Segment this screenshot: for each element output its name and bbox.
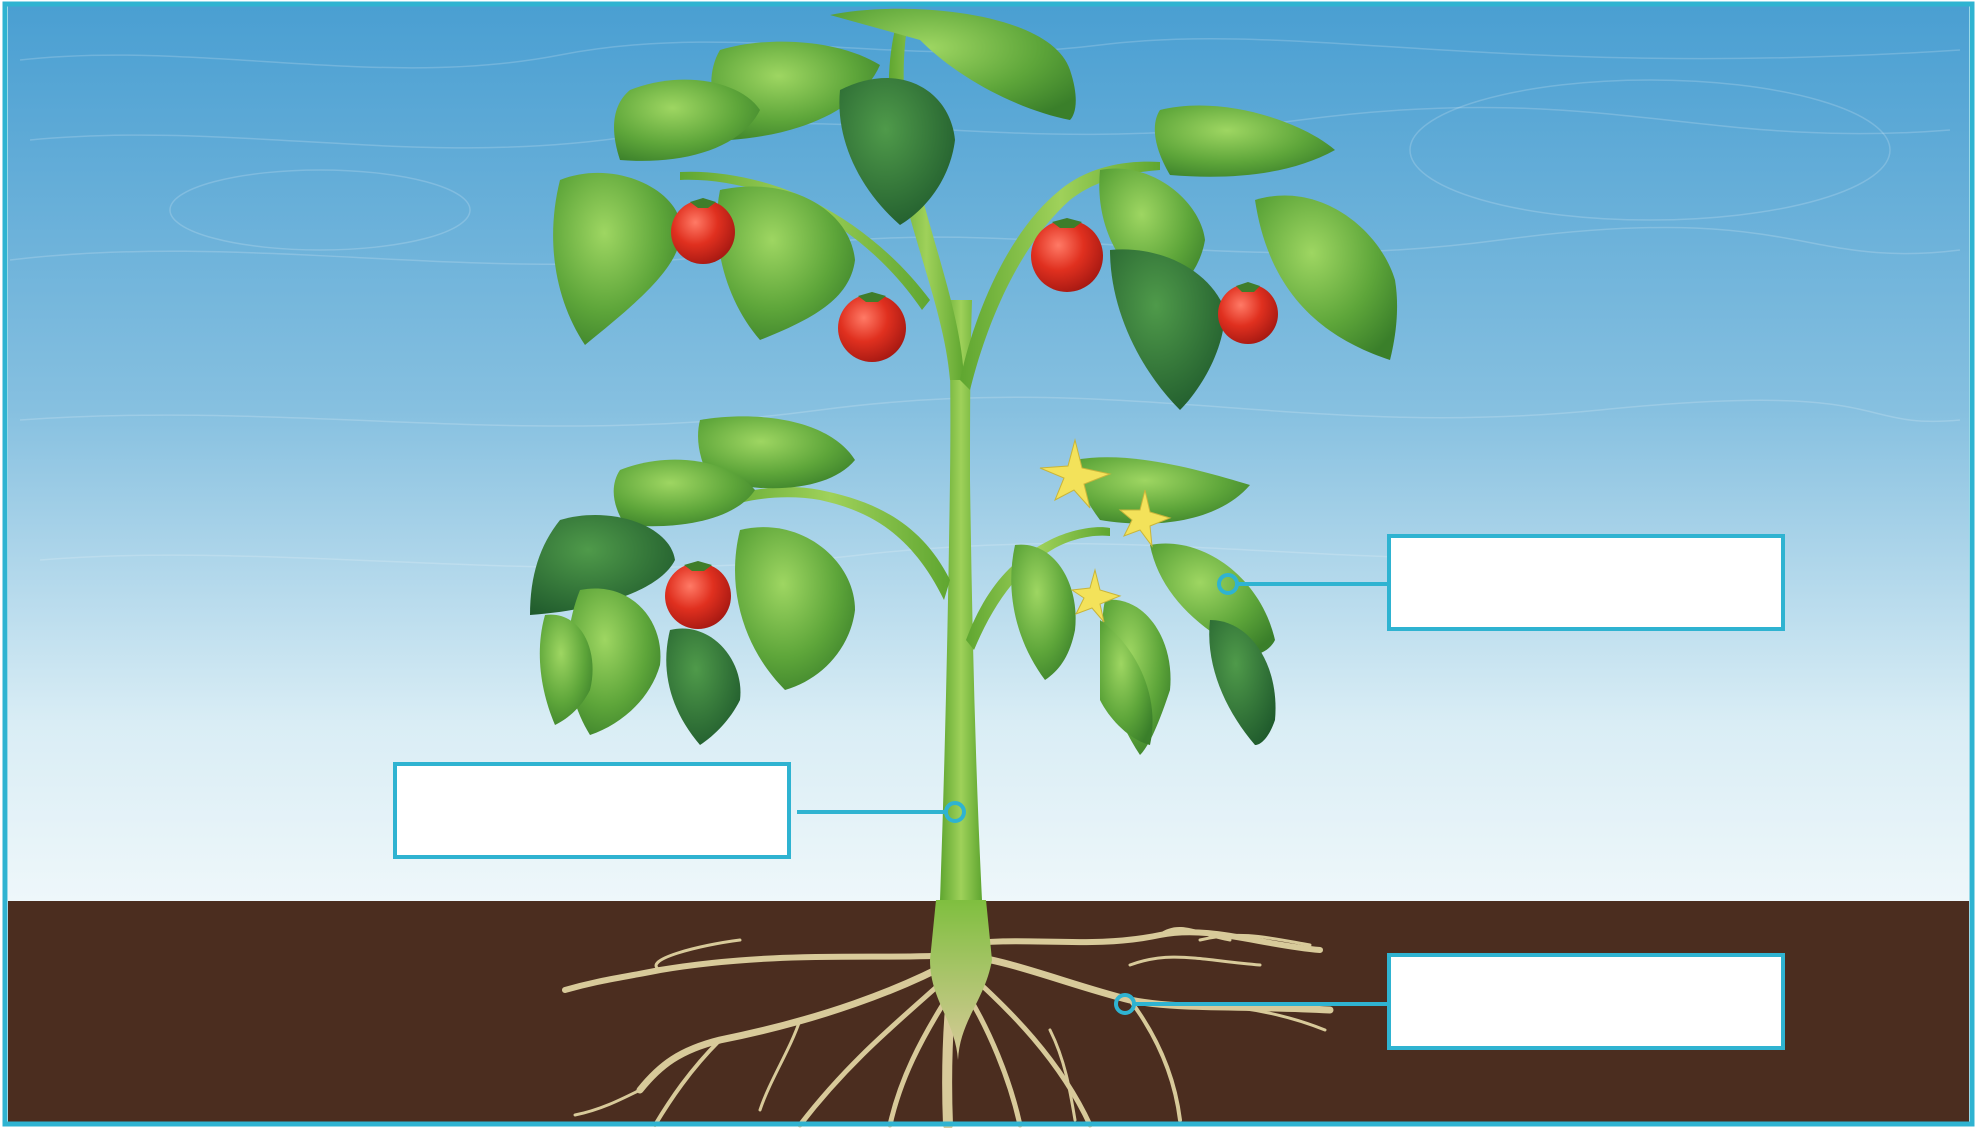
leaf-label-box[interactable]: [1387, 534, 1785, 631]
root-label-box[interactable]: [1387, 953, 1785, 1050]
sky-background: [8, 6, 1969, 901]
stem-label-box[interactable]: [393, 762, 791, 859]
